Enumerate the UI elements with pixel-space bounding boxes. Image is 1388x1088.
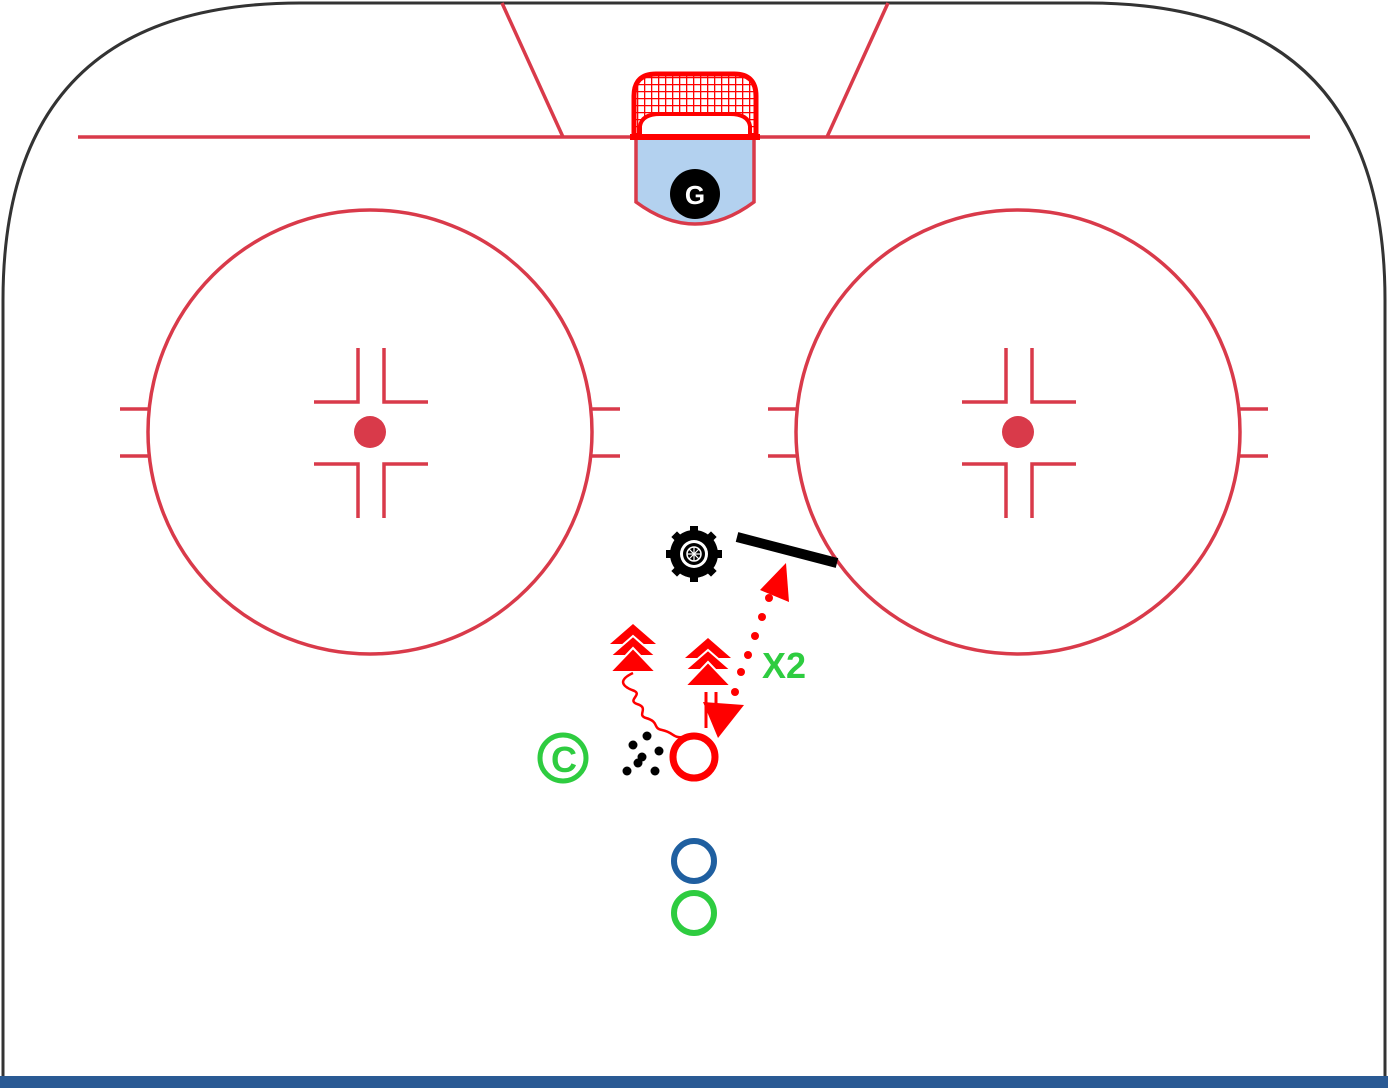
trapezoid-right: [825, 2, 890, 138]
skate-forward-chevrons-left: [607, 624, 659, 673]
faceoff-hashmarks-right: [768, 348, 1268, 518]
tire-icon: [666, 526, 722, 582]
goalie-marker: G: [670, 169, 720, 219]
rebound-board-icon: [735, 532, 839, 568]
goalie-label: G: [685, 180, 705, 210]
wavy-skate-path: [621, 671, 689, 739]
puck-pile-icon: [622, 731, 664, 776]
coach-label: C: [551, 739, 577, 780]
faceoff-circle-left: [146, 208, 594, 656]
player-shooter: [669, 732, 719, 782]
faceoff-hashmarks-left: [120, 348, 620, 518]
player-next-blue: [671, 838, 717, 884]
trapezoid-left: [500, 2, 565, 138]
pass-dotted-arrow: [731, 563, 789, 696]
player-next-green: [671, 890, 717, 936]
goal-net: [630, 71, 760, 140]
faceoff-circle-right: [794, 208, 1242, 656]
blue-line: [0, 1076, 1388, 1088]
faceoff-dot-right: [1002, 416, 1034, 448]
repeat-label: X2: [762, 645, 806, 686]
faceoff-dot-left: [354, 416, 386, 448]
skate-forward-chevrons-right: [682, 638, 734, 687]
backward-skate-arrow: [703, 692, 744, 738]
coach-marker: C: [537, 732, 589, 784]
